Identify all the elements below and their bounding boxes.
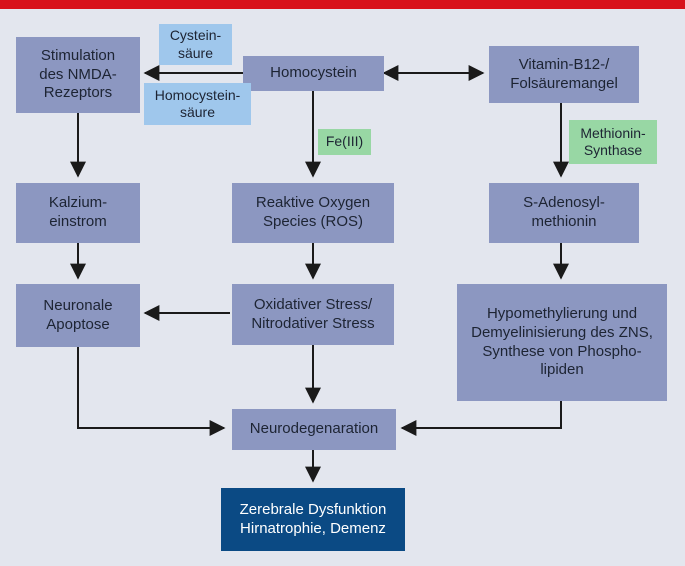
arrow-apoptose-to-neurodegen: [77, 347, 226, 436]
top-red-bar: [0, 0, 685, 9]
node-neuronale-apoptose: Neuronale Apoptose: [16, 284, 140, 347]
arrow-hypomethyl-to-neurodegen: [400, 401, 562, 436]
node-vitamin-mangel: Vitamin-B12-/ Folsäuremangel: [489, 46, 639, 103]
node-kalzium-einstrom: Kalzium- einstrom: [16, 183, 140, 243]
node-zerebrale-dysfunktion: Zerebrale Dysfunktion Hirnatrophie, Deme…: [221, 488, 405, 551]
node-oxidativer-stress: Oxidativer Stress/ Nitrodativer Stress: [232, 284, 394, 345]
label-cysteinsaeure: Cystein- säure: [159, 24, 232, 65]
node-nmda-stimulation: Stimulation des NMDA- Rezeptors: [16, 37, 140, 113]
node-s-adenosylmethionin: S-Adenosyl- methionin: [489, 183, 639, 243]
label-methionin-synthase: Methionin- Synthase: [569, 120, 657, 164]
node-homocystein: Homocystein: [243, 56, 384, 91]
node-ros: Reaktive Oxygen Species (ROS): [232, 183, 394, 243]
label-homocysteinsaeure: Homocystein- säure: [144, 83, 251, 125]
node-hypomethylierung: Hypomethylierung und Demyelinisierung de…: [457, 284, 667, 401]
label-fe-iii: Fe(III): [318, 129, 371, 155]
node-neurodegeneration: Neurodegenaration: [232, 409, 396, 450]
